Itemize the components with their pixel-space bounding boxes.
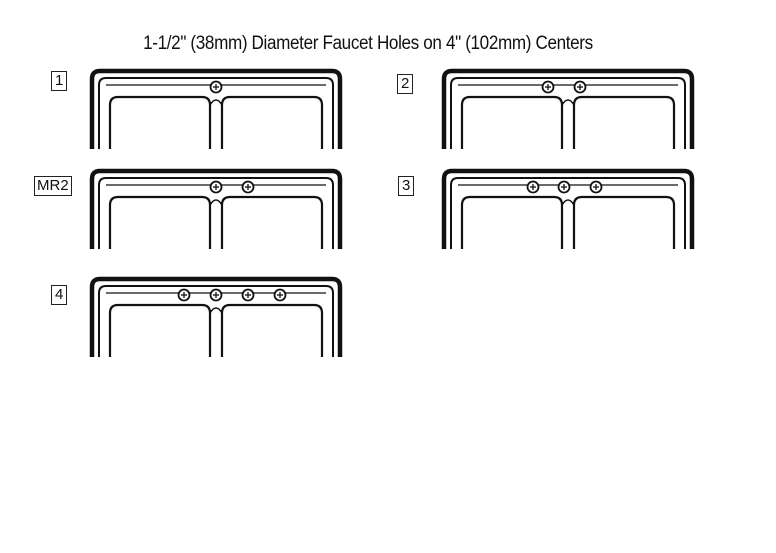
faucet-hole <box>273 288 287 302</box>
faucet-hole <box>209 180 223 194</box>
faucet-hole <box>209 80 223 94</box>
config-label-4: 4 <box>51 285 68 305</box>
faucet-hole <box>241 288 255 302</box>
sink-diagram-1 <box>89 68 343 149</box>
config-label-1: 1 <box>51 71 68 91</box>
faucet-hole <box>589 180 603 194</box>
faucet-hole <box>541 80 555 94</box>
diagram-title: 1-1/2" (38mm) Diameter Faucet Holes on 4… <box>143 33 593 54</box>
sink-diagram-4 <box>89 276 343 357</box>
faucet-hole <box>209 288 223 302</box>
config-label-2: 2 <box>397 74 414 94</box>
config-label-3: 3 <box>398 176 415 196</box>
sink-diagram-2 <box>441 68 695 149</box>
faucet-hole <box>557 180 571 194</box>
sink-diagram-3 <box>441 168 695 249</box>
faucet-hole <box>177 288 191 302</box>
faucet-hole <box>573 80 587 94</box>
config-label-mr2: MR2 <box>34 176 72 196</box>
sink-diagram-mr2 <box>89 168 343 249</box>
faucet-hole <box>526 180 540 194</box>
faucet-hole <box>241 180 255 194</box>
